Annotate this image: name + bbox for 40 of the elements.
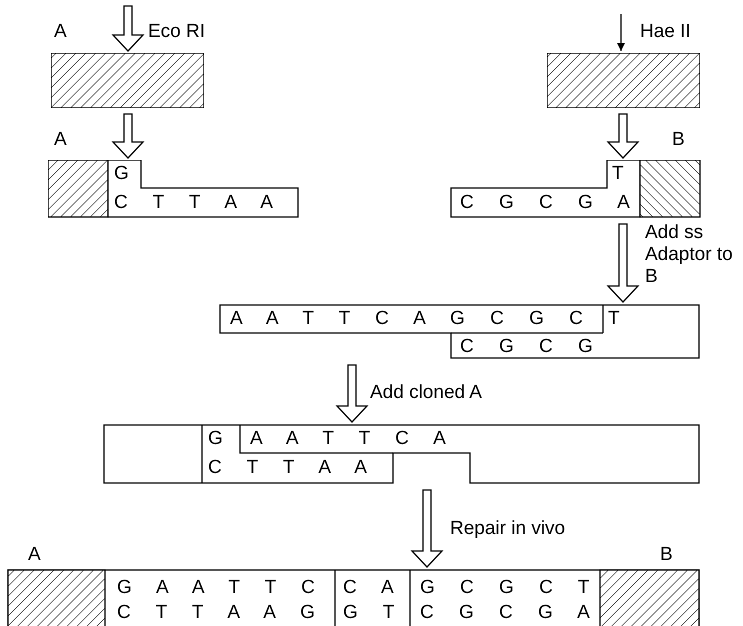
arrow <box>336 364 368 423</box>
edge-label: Add ss Adaptor to B <box>645 222 734 288</box>
dna-fragment <box>7 569 700 626</box>
base-sequence: A A T T C A <box>250 428 446 450</box>
arrow <box>606 223 640 303</box>
base-sequence: C G C G A <box>460 192 630 214</box>
base-sequence: C T T A A G <box>117 602 315 624</box>
arrow <box>112 113 144 159</box>
dna-fragment <box>219 304 700 359</box>
fragment-label: B <box>660 544 673 566</box>
dna-fragment <box>450 160 701 218</box>
base-sequence: C G C G <box>460 336 593 358</box>
fragment-label: A <box>54 129 67 151</box>
base-sequence: G <box>114 163 129 185</box>
base-sequence: A A T T C A G C G C <box>230 308 583 330</box>
arrow <box>606 113 640 159</box>
base-sequence: G T <box>343 602 394 624</box>
dna-fragment <box>51 53 204 108</box>
arrow <box>410 489 444 568</box>
base-sequence: C T T A A <box>208 457 367 479</box>
base-sequence: T <box>612 163 624 185</box>
edge-label: Repair in vivo <box>450 518 566 540</box>
edge-label: Add cloned A <box>370 382 482 404</box>
base-sequence: G A A T T C <box>117 577 315 599</box>
base-sequence: C A <box>343 577 394 599</box>
arrow <box>112 5 144 52</box>
fragment-label: B <box>672 129 685 151</box>
base-sequence: C T T A A <box>114 192 273 214</box>
edge-label: Eco RI <box>148 21 206 43</box>
dna-fragment <box>103 424 700 484</box>
fragment-label: A <box>28 544 41 566</box>
edge-label: Hae II <box>640 21 691 43</box>
base-sequence: G <box>208 428 223 450</box>
base-sequence: C G C G A <box>420 602 590 624</box>
dna-fragment <box>48 160 299 218</box>
fragment-label: A <box>54 21 67 43</box>
dna-fragment <box>547 53 700 108</box>
arrow <box>617 14 625 51</box>
base-sequence: T <box>608 308 620 330</box>
base-sequence: G C G C T <box>420 577 590 599</box>
